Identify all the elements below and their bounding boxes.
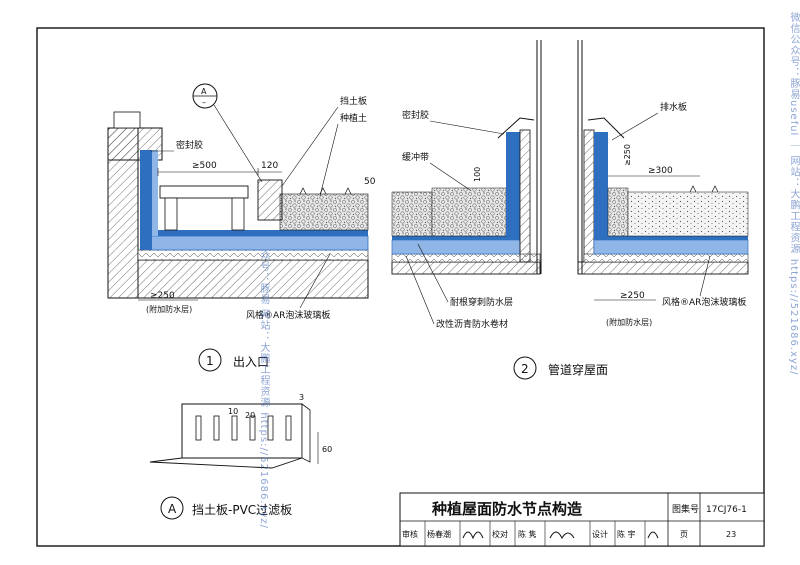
design-label: 设计 bbox=[592, 529, 608, 539]
label-sealant-1: 密封胶 bbox=[176, 139, 203, 151]
section-mark-a: A bbox=[201, 87, 207, 96]
label-planting-soil: 种植土 bbox=[340, 112, 367, 124]
dim-120: 120 bbox=[261, 161, 278, 171]
dim-250-1: ≥250 bbox=[150, 291, 175, 301]
label-foam-glass-2: 风格®AR泡沫玻璃板 bbox=[662, 296, 746, 308]
atlas-number: 17CJ76-1 bbox=[706, 505, 747, 515]
sheet-title: 种植屋面防水节点构造 bbox=[431, 500, 582, 518]
detail-1-entrance: ≥500 120 50 密封胶 A – 挡土板 种植土 ≥250 (附加防水层)… bbox=[107, 83, 376, 372]
dim-3: 3 bbox=[299, 393, 304, 402]
dim-10: 10 bbox=[228, 407, 238, 416]
watermark-mid: 众号：豚易 网站：大鹏工程资源 https://521686.xyz/ bbox=[258, 250, 269, 530]
designer-signature bbox=[647, 531, 659, 539]
detail-1-title: 出入口 bbox=[233, 355, 269, 369]
check-label: 校对 bbox=[492, 529, 508, 539]
label-foam-glass-1: 风格®AR泡沫玻璃板 bbox=[246, 309, 330, 321]
extra-layer-2: (附加防水层) bbox=[606, 317, 652, 327]
page-number: 23 bbox=[726, 530, 736, 539]
dim-250-2: ≥250 bbox=[620, 291, 645, 301]
page-label: 页 bbox=[680, 530, 688, 539]
checker-signature bbox=[549, 531, 575, 540]
dim-500: ≥500 bbox=[192, 161, 217, 171]
section-mark-a-sub: – bbox=[202, 98, 206, 107]
detail-2-pipe: 密封胶 缓冲带 100 排水板 ≥250 ≥300 ≥250 (附加防水层) 耐… bbox=[391, 40, 749, 380]
dim-300: ≥300 bbox=[648, 166, 673, 176]
dim-60: 60 bbox=[322, 445, 332, 454]
dim-50: 50 bbox=[364, 177, 376, 187]
dim-250-vertical: ≥250 bbox=[623, 144, 632, 166]
reviewer-signature bbox=[462, 531, 484, 540]
detail-a-letter: A bbox=[168, 502, 177, 516]
reviewer-name: 杨春潮 bbox=[427, 529, 451, 539]
review-label: 审核 bbox=[402, 529, 418, 539]
label-retaining-board: 挡土板 bbox=[340, 95, 367, 107]
designer-name: 陈 宇 bbox=[617, 529, 636, 539]
extra-layer-1: (附加防水层) bbox=[146, 304, 192, 314]
detail-a-title: 挡土板-PVC过滤板 bbox=[192, 503, 292, 517]
atlas-label: 图集号 bbox=[672, 503, 699, 515]
title-block: 种植屋面防水节点构造 图集号 17CJ76-1 审核 杨春潮 校对 陈 隽 设计… bbox=[399, 492, 765, 547]
detail-1-number: 1 bbox=[206, 354, 214, 368]
detail-a-filter-board: 10 20 3 60 A 挡土板-PVC过滤板 bbox=[149, 393, 332, 520]
dim-100: 100 bbox=[473, 167, 482, 182]
detail-2-number: 2 bbox=[521, 362, 529, 376]
label-sealant-2: 密封胶 bbox=[402, 109, 429, 121]
label-buffer-strip: 缓冲带 bbox=[402, 151, 429, 163]
label-root-barrier: 耐根穿刺防水层 bbox=[450, 296, 513, 308]
label-modified-bitumen: 改性沥青防水卷材 bbox=[436, 318, 508, 330]
dim-20: 20 bbox=[245, 411, 255, 420]
label-drain-board: 排水板 bbox=[660, 101, 687, 113]
watermark-right: 微信公众号：豚易useful ｜ 网站：大鹏工程资源 https://52168… bbox=[788, 12, 799, 376]
checker-name: 陈 隽 bbox=[518, 529, 537, 539]
detail-2-title: 管道穿屋面 bbox=[548, 362, 608, 377]
